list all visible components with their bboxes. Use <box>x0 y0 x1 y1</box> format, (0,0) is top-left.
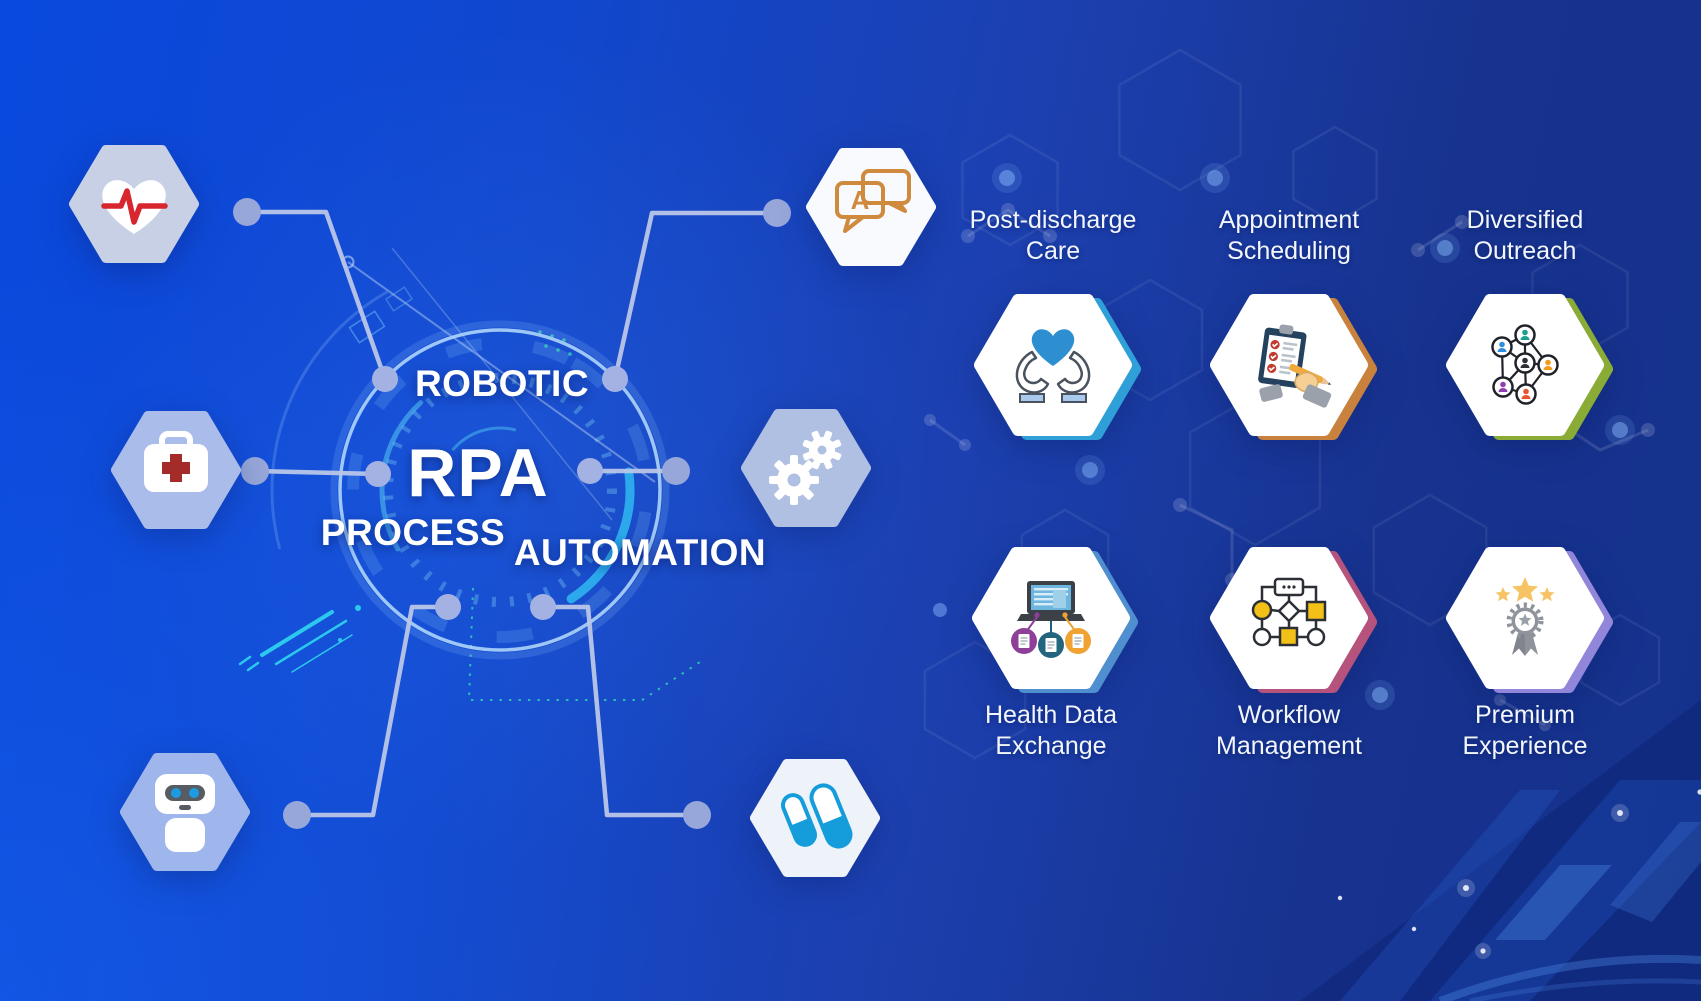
card-label-post-discharge-care: Post-discharge Care <box>913 205 1193 267</box>
chat-translation-icon: A <box>835 169 911 233</box>
card-label-line: Health Data <box>984 701 1118 729</box>
appointment-clipboard-icon <box>1258 324 1332 408</box>
pills-icon <box>781 783 853 849</box>
label-automation: AUTOMATION <box>513 532 767 573</box>
card-hexagon-diversified-outreach <box>1446 294 1613 440</box>
card-label-premium-experience: Premium Experience <box>1385 700 1665 762</box>
hub-hexagon-heart-pulse <box>69 145 199 263</box>
card-hexagon-workflow-management <box>1210 547 1377 693</box>
hub-hexagon-chat: A <box>806 148 936 266</box>
card-label-line: Care <box>1025 237 1081 265</box>
label-robotic: ROBOTIC <box>414 363 590 404</box>
first-aid-kit-icon <box>144 431 208 492</box>
card-label-line: Premium <box>1474 701 1575 729</box>
robot-icon <box>155 774 215 852</box>
flowchart-icon <box>1251 577 1327 647</box>
card-label-line: Experience <box>1462 732 1588 760</box>
label-process: PROCESS <box>320 512 506 553</box>
card-label-line: Management <box>1216 732 1362 760</box>
card-hexagon-health-data-exchange <box>972 547 1138 693</box>
hub-hexagon-pills <box>750 759 880 877</box>
connector-nodes <box>233 198 791 829</box>
hub-hexagon-first-aid <box>111 411 241 529</box>
card-label-line: Post-discharge <box>969 206 1137 234</box>
card-label-line: Outreach <box>1473 237 1577 265</box>
card-label-line: Exchange <box>995 732 1107 760</box>
card-label-health-data-exchange: Health Data Exchange <box>911 700 1191 762</box>
award-ribbon-icon <box>1495 577 1555 656</box>
card-label-diversified-outreach: Diversified Outreach <box>1385 205 1665 267</box>
hub-hexagon-robot <box>120 753 250 871</box>
card-hexagon-premium-experience <box>1446 547 1613 693</box>
label-rpa: RPA <box>407 435 549 511</box>
laptop-documents-icon <box>1011 581 1091 658</box>
gears-icon <box>769 430 842 505</box>
card-label-line: Diversified <box>1466 206 1584 234</box>
heart-pulse-icon <box>101 180 168 234</box>
card-label-workflow-management: Workflow Management <box>1149 700 1429 762</box>
svg-text:A: A <box>851 185 870 215</box>
hub-hexagon-gears <box>741 409 871 527</box>
card-hexagon-appointment-scheduling <box>1210 294 1377 440</box>
card-label-appointment-scheduling: Appointment Scheduling <box>1149 205 1429 267</box>
hands-holding-heart-icon <box>1015 329 1091 403</box>
card-label-line: Workflow <box>1237 701 1341 729</box>
card-label-line: Appointment <box>1218 206 1360 234</box>
card-hexagon-post-discharge-care <box>974 294 1141 440</box>
card-label-line: Scheduling <box>1227 237 1351 265</box>
people-network-icon <box>1491 324 1559 405</box>
